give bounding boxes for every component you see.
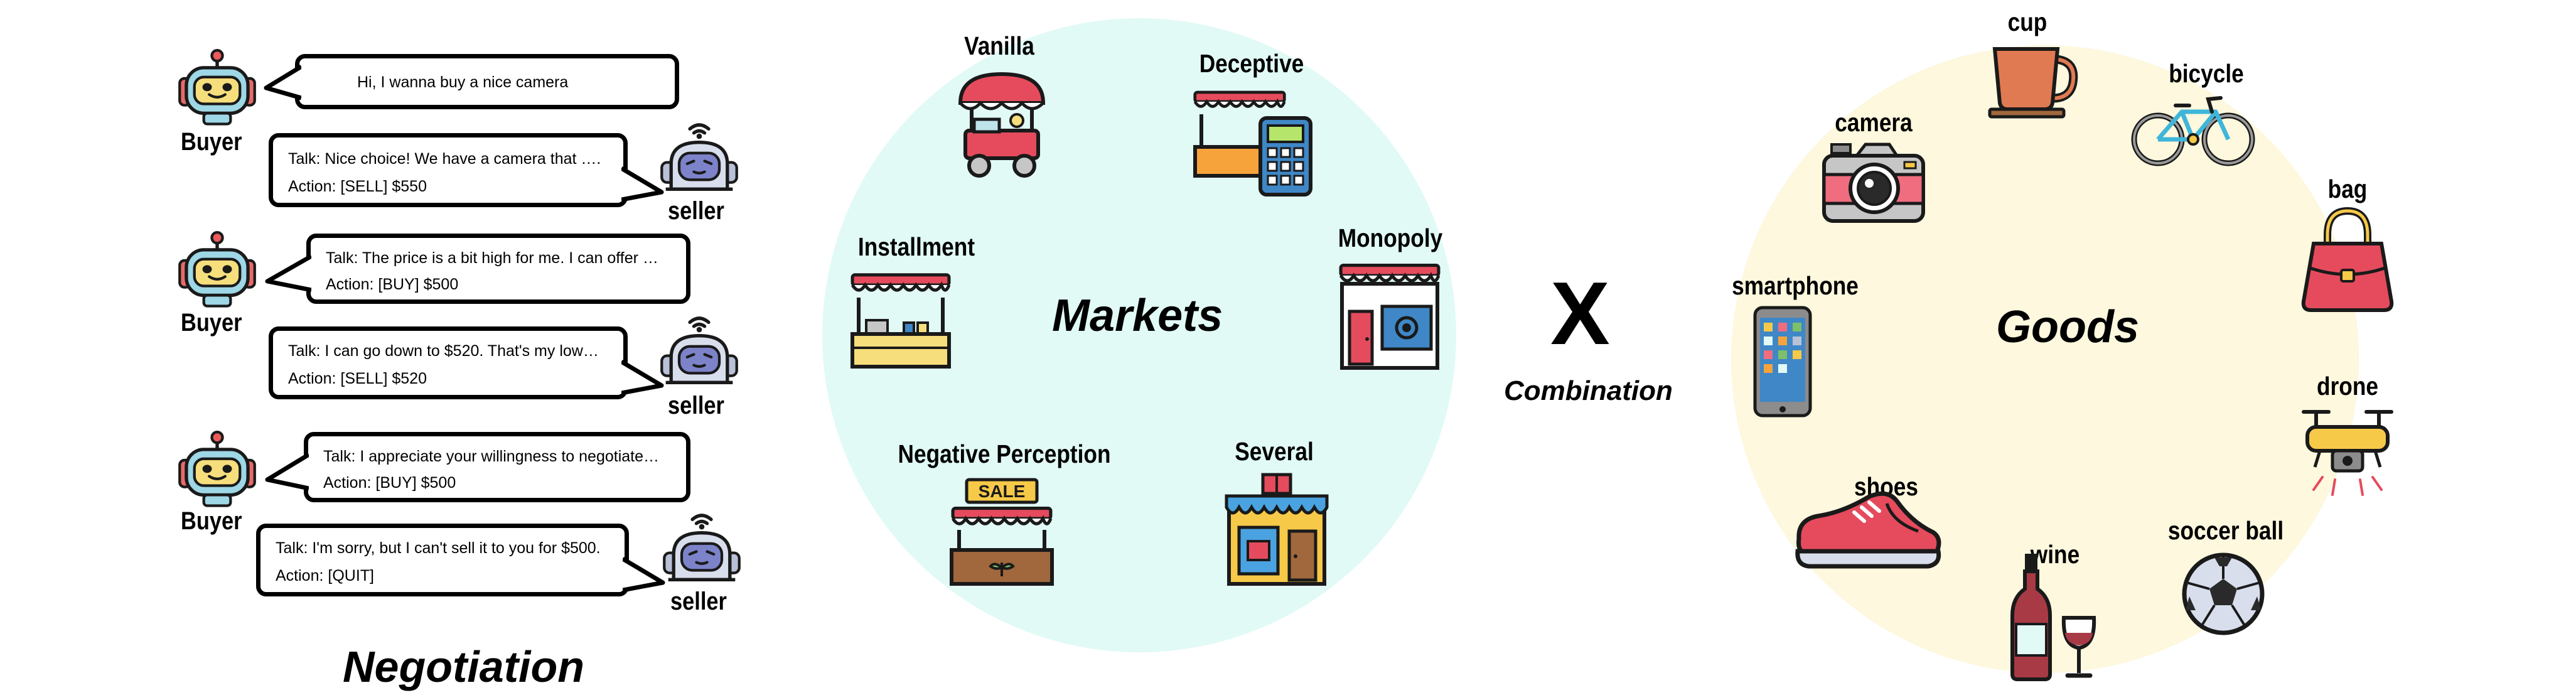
storefront-icon <box>1336 259 1444 370</box>
robot-buyer-icon <box>177 49 257 129</box>
robot-buyer-icon <box>177 231 257 311</box>
robot-seller-icon <box>659 116 739 196</box>
message-action-text: Action: [SELL] $520 <box>288 370 427 387</box>
message-talk-text: Talk: I'm sorry, but I can't sell it to … <box>276 539 601 557</box>
robot-seller-icon <box>659 309 739 389</box>
message-bubble: Talk: I can go down to $520. That's my l… <box>269 326 628 399</box>
message-bubble: Talk: The price is a bit high for me. I … <box>306 234 690 304</box>
sneaker-icon <box>1795 491 1941 569</box>
bubble-tail-left <box>265 254 311 293</box>
soccer-ball-icon <box>2182 552 2265 635</box>
message-action-text: Action: [QUIT] <box>276 567 374 585</box>
bubble-tail-right <box>623 556 665 593</box>
message-text: Hi, I wanna buy a nice camera <box>357 73 569 91</box>
good-label-bag: bag <box>2327 175 2368 203</box>
market-label-deceptive: Deceptive <box>1199 49 1304 78</box>
good-label-wine: wine <box>2030 540 2080 569</box>
bubble-tail-right <box>621 166 664 202</box>
goods-title: Goods <box>1996 302 2139 352</box>
role-label-seller: seller <box>670 588 727 615</box>
combination-label: Combination <box>1504 375 1673 406</box>
bicycle-icon <box>2131 96 2255 166</box>
role-label-buyer: Buyer <box>181 128 242 156</box>
market-label-installment: Installment <box>857 232 975 261</box>
bubble-tail-right <box>621 359 664 396</box>
market-label-several: Several <box>1235 437 1314 466</box>
message-talk-text: Talk: The price is a bit high for me. I … <box>326 249 658 267</box>
sale-stall-icon: SALE <box>950 478 1054 586</box>
camera-icon <box>1822 143 1925 223</box>
market-label-monopoly: Monopoly <box>1338 224 1443 252</box>
message-action-text: Action: [BUY] $500 <box>323 474 456 492</box>
role-label-seller: seller <box>668 392 724 419</box>
message-action-text: Action: [SELL] $550 <box>288 178 427 195</box>
robot-seller-icon <box>662 506 742 586</box>
food-cart-icon <box>958 72 1046 178</box>
market-label-negative-perception: Negative Perception <box>898 439 1111 468</box>
sale-sign-text: SALE <box>979 482 1026 501</box>
robot-buyer-icon <box>177 431 257 511</box>
role-label-buyer: Buyer <box>181 507 242 535</box>
combination-symbol: X <box>1550 264 1610 364</box>
negotiation-title: Negotiation <box>343 642 584 691</box>
wine-icon <box>2010 554 2096 681</box>
role-label-seller: seller <box>668 197 724 225</box>
cup-icon <box>1988 47 2078 119</box>
bubble-tail-left <box>264 65 301 100</box>
gift-shop-icon <box>1225 473 1329 586</box>
message-talk-text: Talk: Nice choice! We have a camera that… <box>288 150 601 168</box>
role-label-buyer: Buyer <box>181 309 242 337</box>
message-action-text: Action: [BUY] $500 <box>326 276 459 293</box>
markets-title: Markets <box>1052 291 1223 341</box>
good-label-bicycle: bicycle <box>2169 59 2244 88</box>
message-bubble: Talk: Nice choice! We have a camera that… <box>269 133 628 207</box>
good-label-drone: drone <box>2317 372 2378 401</box>
market-label-vanilla: Vanilla <box>964 31 1034 60</box>
message-talk-text: Talk: I can go down to $520. That's my l… <box>288 342 599 360</box>
message-bubble: Hi, I wanna buy a nice camera <box>295 54 679 109</box>
smartphone-icon <box>1753 306 1812 418</box>
drone-icon <box>2302 410 2393 496</box>
kiosk-stall-icon <box>851 269 951 369</box>
good-label-cup: cup <box>2007 8 2047 36</box>
good-label-smartphone: smartphone <box>1732 271 1859 300</box>
good-label-soccer-ball: soccer ball <box>2167 516 2284 545</box>
handbag-icon <box>2301 207 2394 312</box>
message-bubble: Talk: I'm sorry, but I can't sell it to … <box>256 524 629 596</box>
bubble-tail-left <box>265 453 309 491</box>
message-bubble: Talk: I appreciate your willingness to n… <box>304 432 690 502</box>
calculator-stall-icon <box>1193 87 1312 197</box>
good-label-camera: camera <box>1835 108 1913 137</box>
message-talk-text: Talk: I appreciate your willingness to n… <box>323 448 660 465</box>
